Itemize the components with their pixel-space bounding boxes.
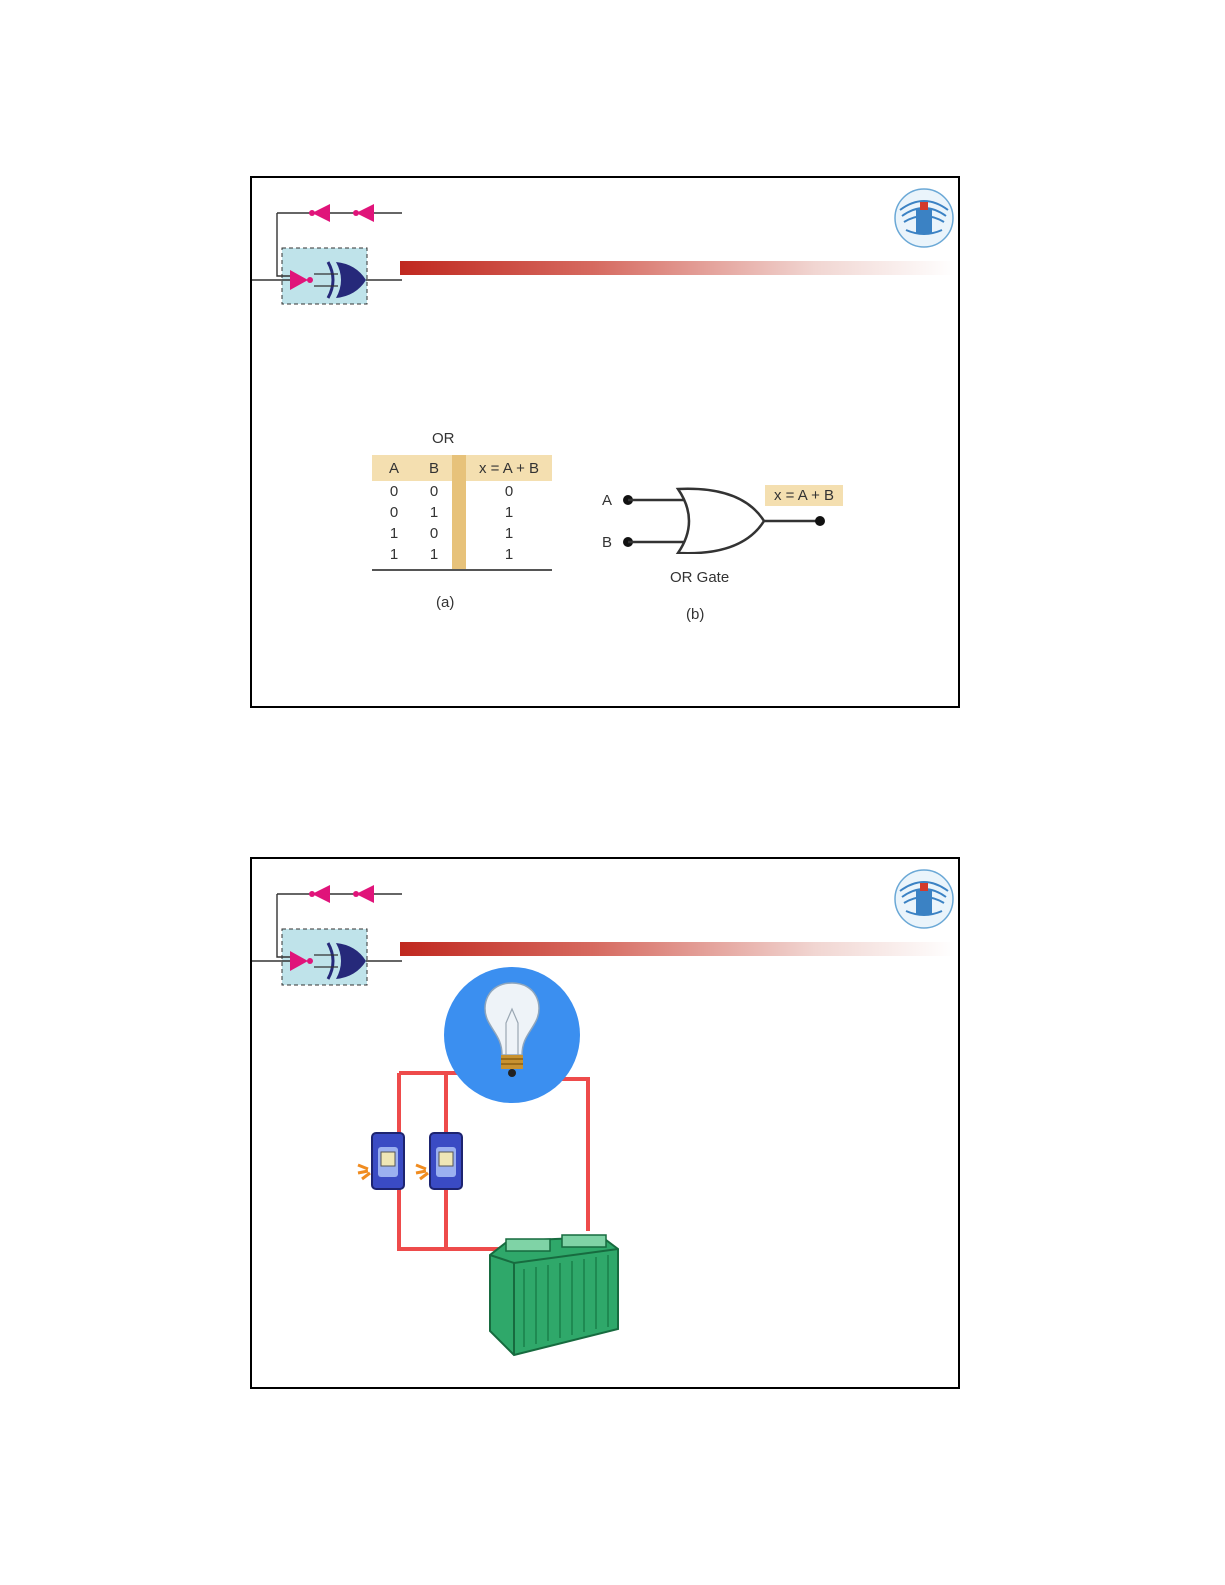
table-cell: 1: [416, 544, 452, 570]
or-circuit-diagram: [252, 859, 960, 1389]
battery-icon: [490, 1235, 618, 1355]
input-a-label: A: [602, 492, 612, 509]
xor-gate-decoration-icon: [252, 178, 402, 318]
column-divider: [452, 455, 466, 481]
table-cell: 1: [372, 523, 416, 544]
table-cell: 1: [372, 544, 416, 570]
table-row: 0 0 0: [372, 481, 552, 502]
table-cell: 0: [466, 481, 552, 502]
table-cell: 0: [372, 481, 416, 502]
column-divider: [452, 481, 466, 502]
title-banner: [400, 261, 955, 275]
table-cell: 0: [416, 523, 452, 544]
output-expression: x = A + B: [765, 485, 843, 506]
light-bulb-icon: [444, 967, 580, 1103]
gate-name: OR Gate: [670, 569, 729, 586]
table-header: B: [416, 455, 452, 481]
column-divider: [452, 523, 466, 544]
table-cell: 0: [416, 481, 452, 502]
table-cell: 1: [466, 502, 552, 523]
gate-caption: (b): [686, 606, 704, 623]
table-cell: 0: [372, 502, 416, 523]
table-header: A: [372, 455, 416, 481]
table-row: 0 1 1: [372, 502, 552, 523]
column-divider: [452, 544, 466, 570]
table-cell: 1: [416, 502, 452, 523]
truth-table-title: OR: [432, 430, 455, 447]
table-header: x = A + B: [466, 455, 552, 481]
table-row: 1 0 1: [372, 523, 552, 544]
slide-1: OR A B x = A + B 0 0 0 0 1 1: [250, 176, 960, 708]
or-truth-table: A B x = A + B 0 0 0 0 1 1 1 0: [372, 455, 552, 571]
slide-2: [250, 857, 960, 1389]
input-b-label: B: [602, 534, 612, 551]
column-divider: [452, 502, 466, 523]
switch-icon: [358, 1133, 404, 1189]
switch-icon: [416, 1133, 462, 1189]
table-row: 1 1 1: [372, 544, 552, 570]
table-cell: 1: [466, 523, 552, 544]
table-cell: 1: [466, 544, 552, 570]
table-caption: (a): [436, 594, 454, 611]
university-logo-icon: [892, 186, 956, 250]
